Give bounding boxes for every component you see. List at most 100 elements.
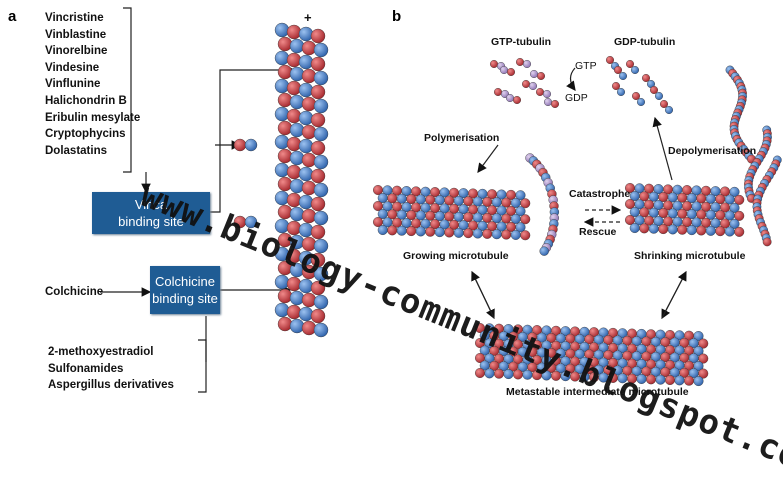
tubulin-subunit	[639, 223, 650, 234]
tubulin-subunit	[310, 308, 326, 324]
panel-b-letter: b	[392, 8, 402, 25]
tubulin-subunit	[665, 105, 674, 114]
tubulin-subunit	[660, 99, 669, 108]
diagram-artwork	[100, 7, 782, 393]
tubulin-subunit	[539, 246, 549, 256]
depolymerisation-label: Depolymerisation	[668, 145, 757, 157]
tubulin-subunit	[289, 150, 305, 166]
tubulin-subunit	[274, 50, 290, 66]
drug-item: Cryptophycins	[45, 128, 126, 141]
tubulin-subunit	[515, 222, 526, 233]
tubulin-subunit	[301, 68, 317, 84]
tubulin-subunit	[515, 190, 526, 201]
tubulin-subunit	[301, 40, 317, 56]
tubulin-subunit	[286, 164, 302, 180]
tubulin-subunit	[301, 180, 317, 196]
tubulin-subunit	[693, 361, 704, 372]
tubulin-subunit	[632, 91, 641, 100]
tubulin-subunit	[520, 198, 531, 209]
tubulin-subunit	[762, 237, 772, 247]
tubulin-subunit	[313, 266, 329, 282]
tubulin-subunit	[705, 225, 716, 236]
panel-a-letter: a	[8, 8, 17, 25]
tubulin-subunit	[472, 228, 483, 239]
tubulin-subunit	[313, 154, 329, 170]
tubulin-subunit	[274, 78, 290, 94]
tubulin-subunit	[500, 65, 509, 74]
tubulin-subunit	[301, 96, 317, 112]
tubulin-subunit	[453, 227, 464, 238]
tubulin-subunit	[286, 80, 302, 96]
tubulin-subunit	[463, 228, 474, 239]
tubulin-subunit	[698, 368, 709, 379]
tubulin-subunit	[313, 294, 329, 310]
growing-microtubule-drawing	[373, 153, 560, 256]
tubulin-subunit	[543, 89, 552, 98]
tubulin-subunit	[658, 224, 669, 235]
panel-a-microtubule	[233, 22, 329, 338]
tubulin-subunit	[289, 318, 305, 334]
tubulin-subunit	[698, 353, 709, 364]
tubulin-subunit	[274, 302, 290, 318]
tubulin-subunit	[724, 226, 735, 237]
tubulin-subunit	[289, 66, 305, 82]
tubulin-subunit	[313, 182, 329, 198]
tubulin-subunit	[310, 84, 326, 100]
tubulin-subunit	[277, 148, 293, 164]
tubulin-subunit	[484, 368, 495, 379]
tubulin-subunit	[286, 52, 302, 68]
drug-item: 2-methoxyestradiol	[48, 346, 154, 358]
drug-item: Vincristine	[45, 12, 104, 24]
tubulin-subunit	[301, 124, 317, 140]
vinca-binding-site-box: Vinca binding site	[92, 192, 210, 234]
tubulin-subunit	[434, 227, 445, 238]
tubulin-subunit	[286, 136, 302, 152]
vinca-site-line2: binding site	[118, 214, 184, 229]
colchicine-site-line1: Colchicine	[155, 274, 215, 289]
tubulin-subunit	[310, 112, 326, 128]
tubulin-subunit	[614, 65, 623, 74]
tubulin-subunit	[289, 94, 305, 110]
tubulin-subunit	[415, 226, 426, 237]
tubulin-subunit	[626, 60, 635, 69]
tubulin-subunit	[729, 218, 740, 229]
drug-item: Vinblastine	[45, 28, 107, 41]
tubulin-subunit	[406, 226, 417, 237]
vinca-site-line1: Vinca	[134, 197, 168, 212]
tubulin-subunit	[513, 369, 524, 380]
tubulin-subunit	[696, 225, 707, 236]
tubulin-subunit	[729, 186, 740, 197]
tubulin-subunit	[301, 208, 317, 224]
tubulin-subunit	[387, 225, 398, 236]
polymerisation-label: Polymerisation	[424, 132, 500, 144]
tubulin-subunit	[494, 368, 505, 379]
tubulin-subunit	[298, 138, 314, 154]
tubulin-subunit	[313, 210, 329, 226]
other-drug-list: 2-methoxyestradiol Sulfonamides Aspergil…	[48, 344, 174, 394]
tubulin-subunit	[289, 206, 305, 222]
tubulin-subunit	[490, 60, 499, 69]
tubulin-subunit	[289, 290, 305, 306]
tubulin-subunit	[298, 82, 314, 98]
tubulin-subunit	[544, 97, 553, 106]
tubulin-subunit	[277, 92, 293, 108]
tubulin-subunit	[729, 202, 740, 213]
tubulin-subunit	[310, 280, 326, 296]
tubulin-subunit	[503, 369, 514, 380]
tubulin-subunit	[298, 194, 314, 210]
tubulin-subunit	[274, 190, 290, 206]
tubulin-subunit	[313, 238, 329, 254]
tubulin-subunit	[313, 42, 329, 58]
catastrophe-label: Catastrophe	[569, 188, 631, 200]
tubulin-subunit	[693, 346, 704, 357]
tubulin-subunit	[274, 22, 290, 38]
panel-b-arrows	[471, 67, 687, 320]
tubulin-subunit	[501, 229, 512, 240]
tubulin-subunit	[494, 87, 503, 96]
tubulin-subunit	[289, 178, 305, 194]
gtp-tubulin-label: GTP-tubulin	[491, 36, 552, 48]
tubulin-subunit	[536, 87, 545, 96]
tubulin-subunit	[233, 138, 247, 152]
tubulin-subunit	[522, 79, 531, 88]
